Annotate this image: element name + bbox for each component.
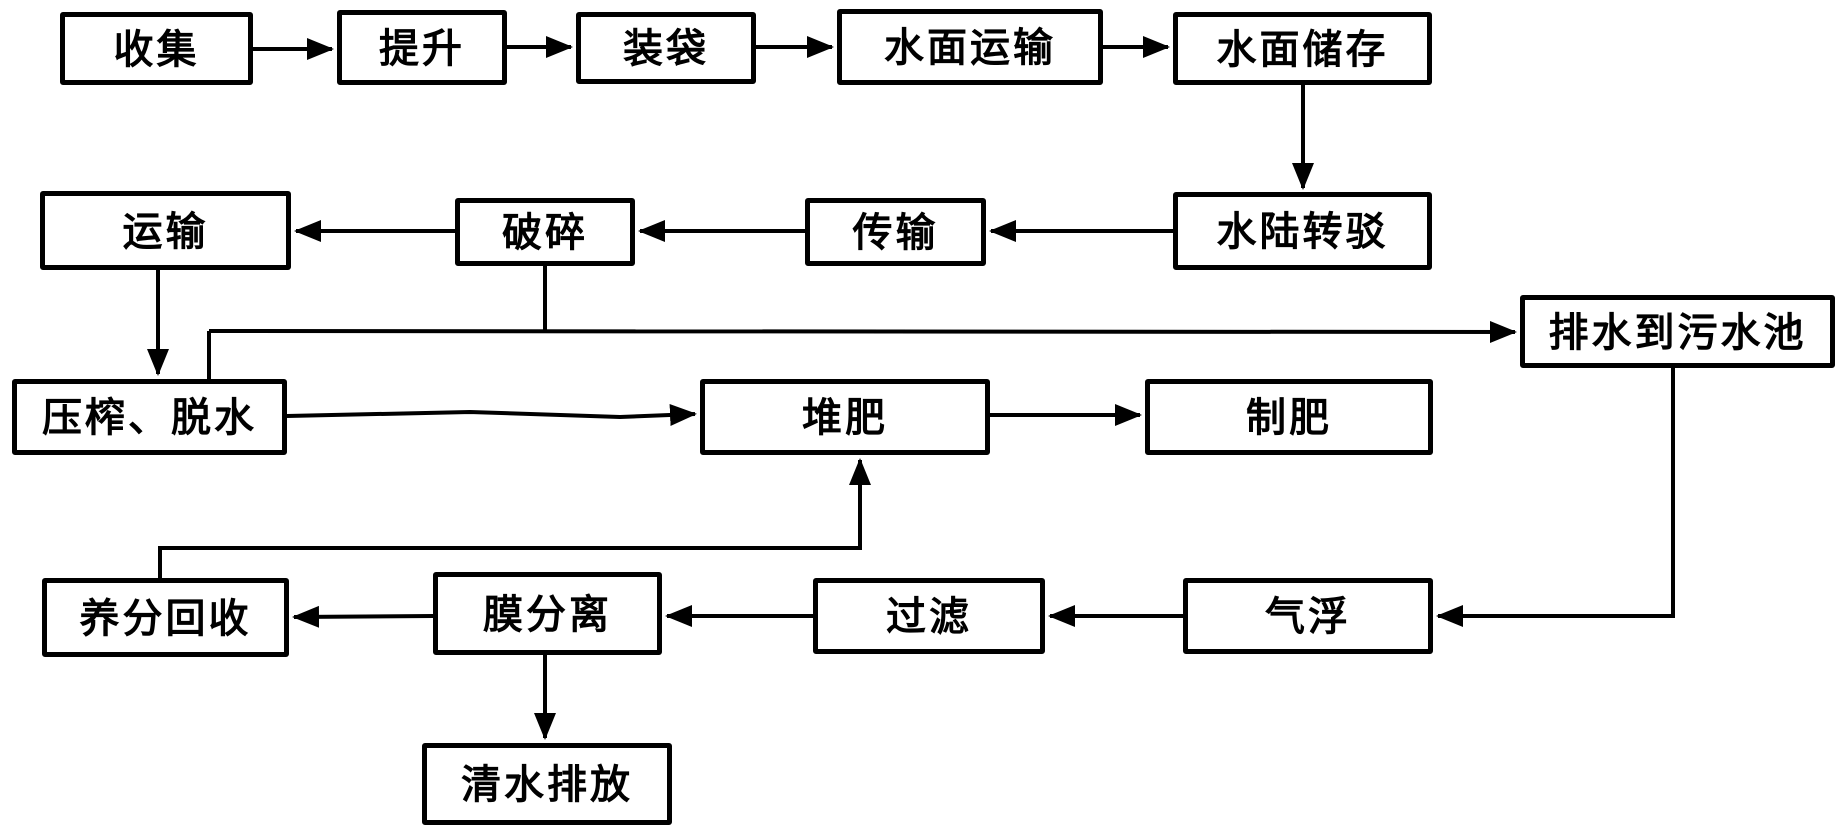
flow-node-water-land-transfer: 水陆转驳: [1173, 192, 1432, 270]
flow-node-transport: 运输: [40, 191, 291, 270]
flow-node-bagging: 装袋: [576, 12, 756, 84]
flow-node-press-dewater: 压榨、脱水: [12, 379, 287, 455]
flow-node-collect: 收集: [60, 12, 253, 85]
flow-node-label: 制肥: [1246, 396, 1332, 440]
flow-node-label: 气浮: [1265, 595, 1351, 639]
flow-node-label: 清水排放: [461, 763, 633, 807]
flow-node-transmission: 传输: [805, 198, 986, 266]
flow-node-fertilizer-making: 制肥: [1145, 379, 1433, 455]
edge-group: [147, 36, 1675, 740]
flow-node-label: 过滤: [886, 595, 972, 639]
flow-node-label: 收集: [113, 27, 200, 72]
flow-node-air-flotation: 气浮: [1183, 578, 1433, 654]
flow-node-label: 运输: [122, 209, 209, 254]
flow-node-water-surface-storage: 水面储存: [1173, 12, 1432, 85]
flow-node-clean-water-discharge: 清水排放: [422, 743, 672, 825]
flow-node-label: 提升: [379, 26, 465, 71]
edge-sewage-pool-to-air-flotation: [1436, 368, 1675, 627]
flow-node-nutrient-recovery: 养分回收: [42, 578, 289, 657]
flow-node-label: 装袋: [623, 27, 709, 71]
flow-node-label: 水面储存: [1216, 27, 1389, 72]
flow-node-label: 排水到污水池: [1548, 310, 1807, 355]
flow-node-label: 破碎: [502, 211, 588, 255]
flow-node-label: 膜分离: [483, 592, 612, 637]
flow-node-label: 养分回收: [79, 596, 252, 641]
flow-node-label: 传输: [852, 211, 939, 255]
edge-nutrient-recovery-to-composting: [158, 458, 871, 578]
flow-node-drain-to-sewage-pool: 排水到污水池: [1520, 295, 1835, 368]
edge-membrane-to-nutrient-recovery: [292, 605, 434, 628]
flow-node-label: 压榨、脱水: [42, 396, 257, 440]
flow-node-composting: 堆肥: [700, 379, 990, 455]
flow-node-filtration: 过滤: [813, 578, 1045, 654]
edge-press-to-composting: [286, 404, 697, 426]
flow-node-membrane-separation: 膜分离: [433, 572, 662, 655]
flow-node-label: 水面运输: [884, 26, 1056, 70]
flow-node-water-surface-transport: 水面运输: [837, 9, 1103, 85]
flow-node-lift: 提升: [337, 10, 507, 85]
flow-node-label: 堆肥: [802, 396, 888, 440]
flow-node-crushing: 破碎: [455, 198, 635, 266]
edge-drain-to-sewage-pool: [208, 320, 1517, 343]
flow-node-label: 水陆转驳: [1216, 210, 1389, 254]
